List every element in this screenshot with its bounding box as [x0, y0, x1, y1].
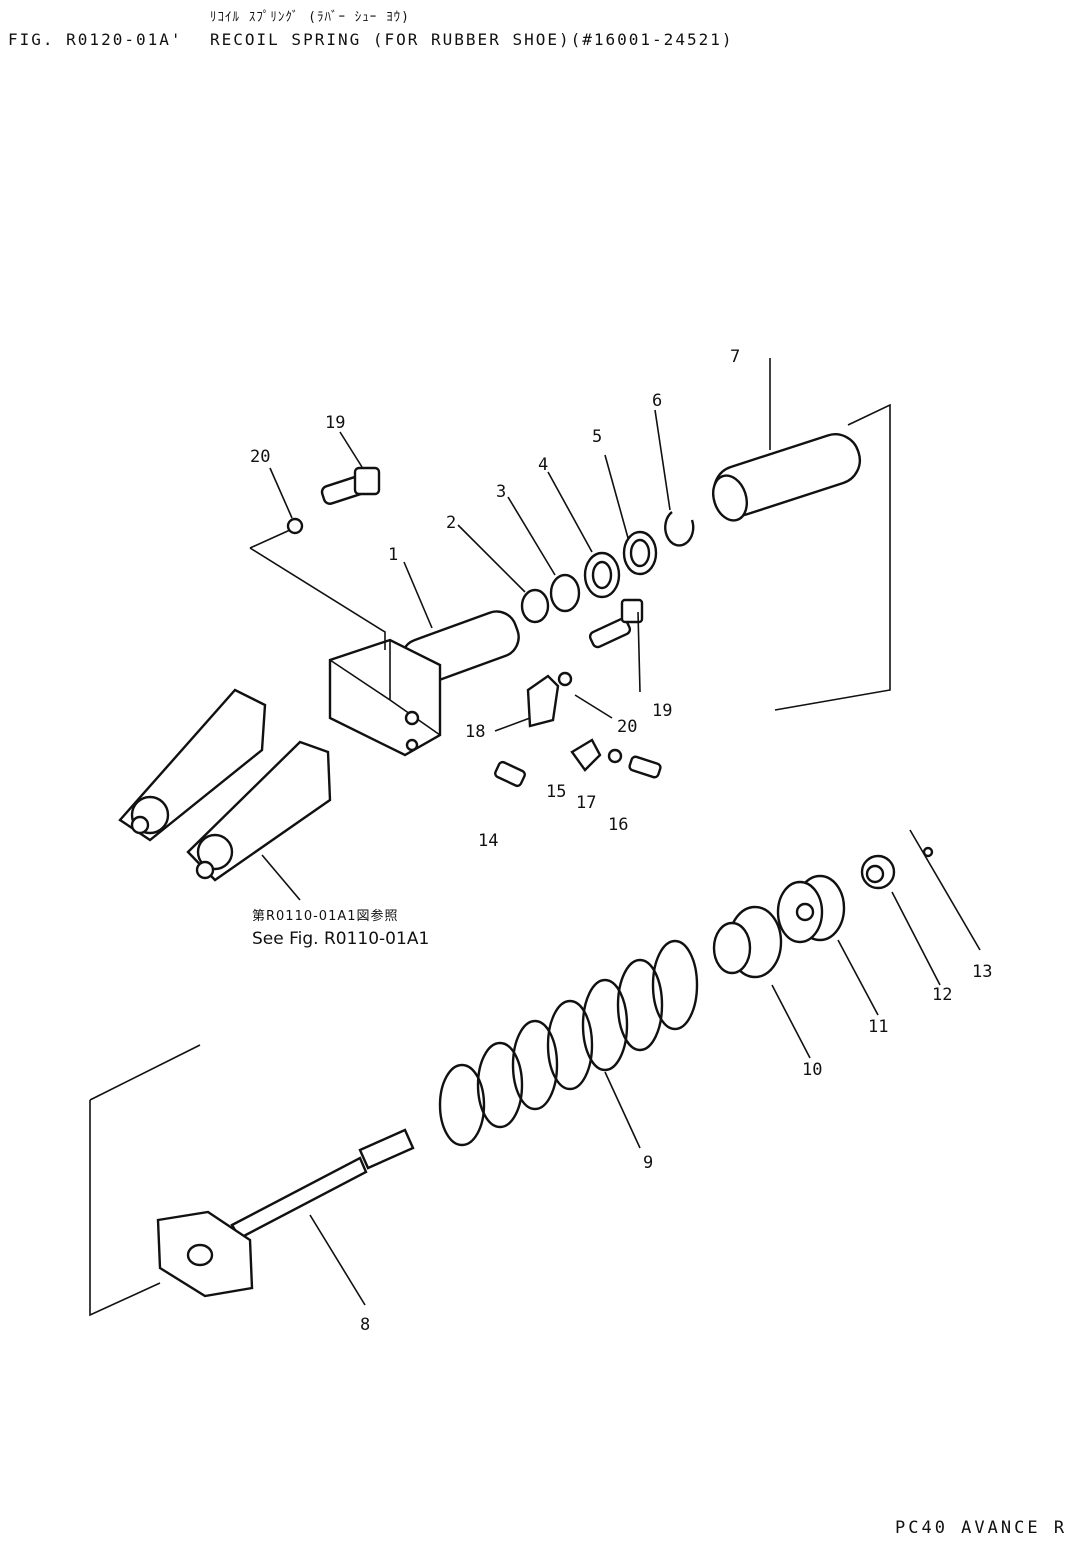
- callout-6: 6: [652, 391, 662, 411]
- callout-8: 8: [360, 1315, 370, 1335]
- model-footer: PC40 AVANCE R: [895, 1518, 1068, 1538]
- callout-20-right: 20: [617, 717, 637, 737]
- callout-5: 5: [592, 427, 602, 447]
- callout-10: 10: [802, 1060, 822, 1080]
- figure-number: FIG. R0120-01A': [8, 30, 183, 49]
- callout-7: 7: [730, 347, 740, 367]
- callout-20-top: 20: [250, 447, 270, 467]
- track-links: [118, 688, 332, 882]
- callout-9: 9: [643, 1153, 653, 1173]
- callout-16: 16: [608, 815, 628, 835]
- callout-4: 4: [538, 455, 548, 475]
- callout-1: 1: [388, 545, 398, 565]
- reference-note-en: See Fig. R0110-01A1: [252, 929, 430, 949]
- spring-retainers: [712, 846, 934, 979]
- callout-15: 15: [546, 782, 566, 802]
- reference-note: 第R0110-01A1図参照 See Fig. R0110-01A1: [252, 906, 429, 950]
- callout-11: 11: [868, 1017, 888, 1037]
- part-1-cylinder: [328, 610, 520, 757]
- reference-note-jp: 第R0110-01A1図参照: [252, 909, 399, 924]
- callout-14: 14: [478, 831, 498, 851]
- callout-17: 17: [576, 793, 596, 813]
- callout-13: 13: [972, 962, 992, 982]
- callout-12: 12: [932, 985, 952, 1005]
- part-8-rod: [156, 1128, 415, 1298]
- part-7-pin: [712, 433, 862, 522]
- leader-lines: [89, 358, 981, 1317]
- callout-18: 18: [465, 722, 485, 742]
- title-japanese: ﾘｺｲﾙ ｽﾌﾟﾘﾝｸﾞ (ﾗﾊﾞｰ ｼｭｰ ﾖｳ): [210, 10, 410, 25]
- small-parts: [286, 466, 662, 788]
- callout-19-top: 19: [325, 413, 345, 433]
- callout-19-right: 19: [652, 701, 672, 721]
- ring-parts: [520, 511, 695, 624]
- part-9-spring: [438, 939, 699, 1147]
- callout-3: 3: [496, 482, 506, 502]
- callout-2: 2: [446, 513, 456, 533]
- callout-labels: 1 2 3 4 5 6 7 8 9 10 11 12 13 14 15 16 1…: [250, 347, 992, 1335]
- title-english: RECOIL SPRING (FOR RUBBER SHOE)(#16001-2…: [210, 30, 734, 49]
